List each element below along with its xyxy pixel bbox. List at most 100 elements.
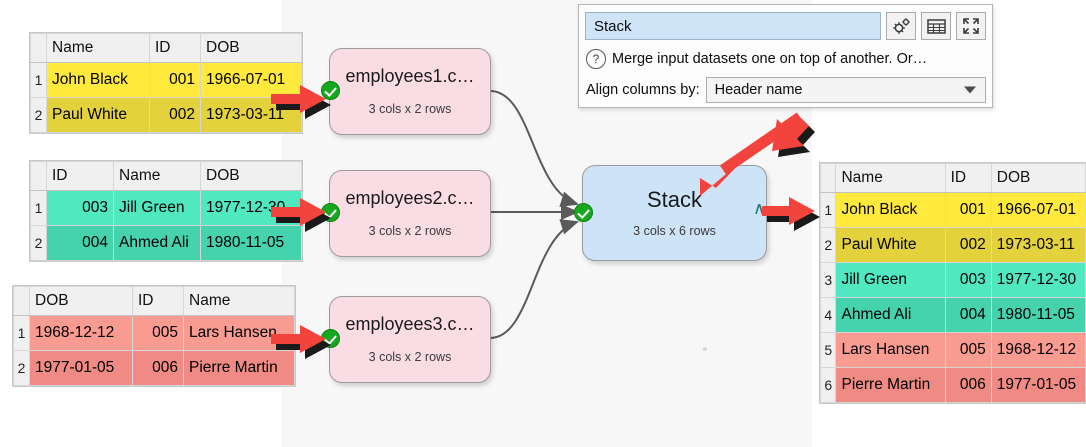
cell[interactable]: John Black	[46, 62, 150, 98]
row-header[interactable]: 1	[30, 62, 47, 98]
cell[interactable]: Lars Hansen	[183, 315, 295, 351]
table-row[interactable]: 3 Jill Green 003 1977-12-30	[819, 262, 1086, 298]
cell[interactable]: 004	[46, 225, 114, 261]
table-row[interactable]: 1 John Black 001 1966-07-01	[30, 62, 302, 98]
cell[interactable]: 1977-01-05	[990, 367, 1086, 403]
table-row[interactable]: 1 John Black 001 1966-07-01	[819, 192, 1086, 228]
table-row[interactable]: 4 Ahmed Ali 004 1980-11-05	[819, 297, 1086, 333]
row-header[interactable]: 2	[819, 227, 837, 263]
row-header[interactable]: 2	[30, 225, 47, 261]
col-header[interactable]: Name	[183, 286, 295, 316]
row-header[interactable]: 1	[30, 190, 47, 226]
canvas-grid-dot	[703, 347, 707, 351]
cell[interactable]: Lars Hansen	[835, 332, 946, 368]
col-header[interactable]: DOB	[200, 33, 302, 63]
cell[interactable]: Pierre Martin	[183, 350, 295, 386]
cell[interactable]: 1973-03-11	[990, 227, 1086, 263]
cell[interactable]: Ahmed Ali	[113, 225, 201, 261]
col-header[interactable]: ID	[132, 286, 184, 316]
cell[interactable]: 1966-07-01	[990, 192, 1086, 228]
table-header-row: ID Name DOB	[30, 161, 302, 191]
cell[interactable]: Ahmed Ali	[835, 297, 946, 333]
col-header[interactable]: DOB	[29, 286, 133, 316]
table-row[interactable]: 1 1968-12-12 005 Lars Hansen	[13, 315, 295, 351]
table-icon[interactable]	[921, 12, 951, 40]
row-header[interactable]: 6	[819, 367, 837, 403]
cell[interactable]: 1977-12-30	[990, 262, 1086, 298]
cell[interactable]: 003	[46, 190, 114, 226]
align-columns-label: Align columns by:	[586, 82, 700, 98]
cell[interactable]: 006	[132, 350, 184, 386]
table-row[interactable]: 2 004 Ahmed Ali 1980-11-05	[30, 225, 302, 261]
cell[interactable]: Paul White	[835, 227, 946, 263]
corner-cell	[13, 286, 30, 316]
table-header-row: DOB ID Name	[13, 286, 295, 316]
node-employees2[interactable]: employees2.c… 3 cols x 2 rows	[329, 170, 491, 257]
node-subtitle: 3 cols x 2 rows	[368, 350, 452, 365]
cell[interactable]: 1968-12-12	[29, 315, 133, 351]
cell[interactable]: 003	[944, 262, 992, 298]
node-employees1[interactable]: employees1.c… 3 cols x 2 rows	[329, 48, 491, 135]
stack-output-table[interactable]: Name ID DOB 1 John Black 001 1966-07-01 …	[819, 163, 1086, 403]
cell[interactable]: John Black	[835, 192, 946, 228]
row-header[interactable]: 3	[819, 262, 837, 298]
employees3-table[interactable]: DOB ID Name 1 1968-12-12 005 Lars Hansen…	[13, 286, 295, 386]
col-header[interactable]: ID	[46, 161, 114, 191]
cell[interactable]: 001	[944, 192, 992, 228]
cell[interactable]: Pierre Martin	[835, 367, 946, 403]
cell[interactable]: 1980-11-05	[990, 297, 1086, 333]
cell[interactable]: 1977-01-05	[29, 350, 133, 386]
stack-properties-panel[interactable]: Stack	[578, 4, 993, 108]
employees2-table[interactable]: ID Name DOB 1 003 Jill Green 1977-12-30 …	[30, 161, 302, 261]
table-row[interactable]: 2 1977-01-05 006 Pierre Martin	[13, 350, 295, 386]
node-subtitle: 3 cols x 2 rows	[368, 102, 452, 117]
table-row[interactable]: 2 Paul White 002 1973-03-11	[30, 97, 302, 133]
employees1-table[interactable]: Name ID DOB 1 John Black 001 1966-07-01 …	[30, 33, 302, 133]
table-icon-glyph	[926, 18, 946, 34]
cell[interactable]: 001	[149, 62, 201, 98]
cell[interactable]: 1977-12-30	[200, 190, 302, 226]
align-columns-select[interactable]: Header name	[705, 77, 986, 103]
col-header[interactable]: ID	[149, 33, 201, 63]
cell[interactable]: 1966-07-01	[200, 62, 302, 98]
table-row[interactable]: 6 Pierre Martin 006 1977-01-05	[819, 367, 1086, 403]
row-header[interactable]: 1	[13, 315, 30, 351]
node-subtitle: 3 cols x 6 rows	[633, 224, 716, 239]
col-header[interactable]: ID	[944, 163, 992, 193]
row-header[interactable]: 5	[819, 332, 837, 368]
node-employees3[interactable]: employees3.c… 3 cols x 2 rows	[329, 296, 491, 383]
table-row[interactable]: 2 Paul White 002 1973-03-11	[819, 227, 1086, 263]
cell[interactable]: Paul White	[46, 97, 150, 133]
col-header[interactable]: Name	[113, 161, 201, 191]
status-ok-icon-employees3	[321, 329, 340, 348]
table-row[interactable]: 1 003 Jill Green 1977-12-30	[30, 190, 302, 226]
node-name-input[interactable]: Stack	[585, 12, 881, 40]
col-header[interactable]: Name	[46, 33, 150, 63]
cell[interactable]: 002	[944, 227, 992, 263]
help-icon[interactable]: ?	[586, 49, 606, 69]
table-row[interactable]: 5 Lars Hansen 005 1968-12-12	[819, 332, 1086, 368]
node-stack[interactable]: Stack 3 cols x 6 rows	[582, 165, 767, 261]
row-header[interactable]: 1	[819, 192, 837, 228]
row-header[interactable]: 4	[819, 297, 837, 333]
cell[interactable]: 004	[944, 297, 992, 333]
cell[interactable]: 1968-12-12	[990, 332, 1086, 368]
cell[interactable]: 1980-11-05	[200, 225, 302, 261]
gears-icon[interactable]	[886, 12, 916, 40]
row-header[interactable]: 2	[30, 97, 47, 133]
panel-description: Merge input datasets one on top of anoth…	[612, 51, 928, 67]
cell[interactable]: Jill Green	[113, 190, 201, 226]
cell[interactable]: 005	[132, 315, 184, 351]
row-header[interactable]: 2	[13, 350, 30, 386]
cell[interactable]: 002	[149, 97, 201, 133]
cell[interactable]: 1973-03-11	[200, 97, 302, 133]
chevron-down-icon	[964, 86, 976, 94]
cell[interactable]: 005	[944, 332, 992, 368]
align-columns-value: Header name	[714, 82, 803, 98]
expand-icon[interactable]	[956, 12, 986, 40]
col-header[interactable]: DOB	[200, 161, 302, 191]
col-header[interactable]: Name	[835, 163, 946, 193]
col-header[interactable]: DOB	[990, 163, 1086, 193]
cell[interactable]: 006	[944, 367, 992, 403]
cell[interactable]: Jill Green	[835, 262, 946, 298]
